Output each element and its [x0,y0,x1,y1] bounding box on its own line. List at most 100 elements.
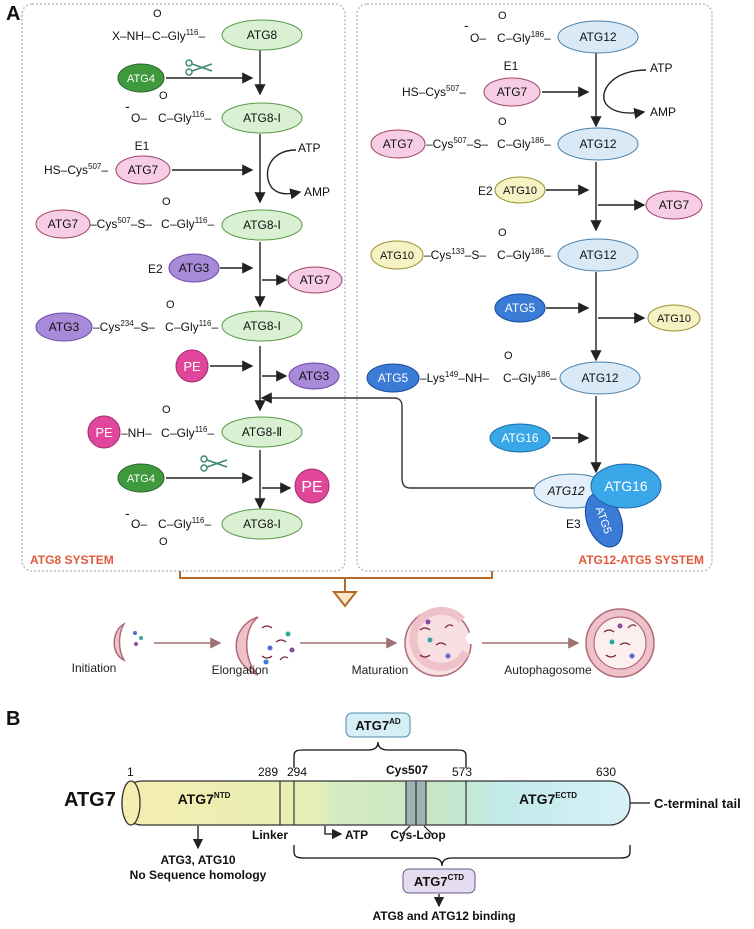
atg8-node-4-label: ATG8-I [243,319,281,333]
atg12-r3-o: O [498,116,507,128]
atg8-r3-gly: –Gly116– [167,110,211,125]
ad-domain-box [345,712,411,738]
atg12-r5-gly: –Gly186– [506,247,551,262]
atg8-system-title: ATG8 SYSTEM [30,553,114,567]
atg12-atp: ATP [650,61,672,75]
atg5-enzyme-1-label: ATG5 [505,301,536,315]
atg8-r1-o: O [153,8,162,20]
atg10-released-label: ATG10 [657,313,691,325]
atg8-node-2 [221,102,303,134]
atg8-r5-c: C [161,217,170,231]
atg8-r7-cys: –Cys234–S– [93,319,155,334]
complex-atg16-label: ATG16 [604,478,648,494]
atg12-e1-label: E1 [504,59,519,73]
atg4-enzyme-1 [117,63,165,93]
atg8-r5-gly: –Gly116– [170,216,214,231]
atg12-r7-o: O [504,350,513,362]
atg7-released-1-label: ATG7 [300,273,331,287]
atg7-enzyme-1 [115,155,171,185]
atg8-node-6-label: ATG8-I [243,517,281,531]
atg8-system-box [21,3,346,572]
autophagosome [585,608,655,678]
atg3-enzyme-1 [168,253,220,283]
atg7-released-2 [645,190,703,220]
atg7-thioester-2-label: ATG7 [383,137,414,151]
atg8-node-6 [221,508,303,540]
atg12-node-3-label: ATG12 [579,248,616,262]
pos-573: 573 [452,765,472,779]
stage-initiation: Initiation [72,661,117,675]
ad-domain-label: ATG7AD [355,717,400,733]
atg12-r3-gly: –Gly186– [506,136,551,151]
atg8-r11-lhs: O– [131,517,147,531]
atg12-node-3 [557,238,639,272]
atg12-r7-lys: –Lys149–NH– [420,370,489,385]
atg10-released [647,304,701,332]
atg7-domain-diagram: ATG7AD 1 289 294 Cys507 474 511 573 630 … [64,712,741,923]
pe-lipid-1 [175,349,209,383]
atg12-node-2 [557,127,639,161]
atg8-node-3-label: ATG8-I [243,218,281,232]
atg7-thioester-2 [370,129,426,159]
atg16-enzyme [489,423,551,453]
atg12-system-title: ATG12-ATG5 SYSTEM [578,553,704,567]
atg7-enzyme-2 [483,77,541,107]
atg8-r3-minus: - [125,98,130,114]
linker-label: Linker [252,828,288,842]
phagophore-elongation [235,616,259,676]
atg7-thioester-1-label: ATG7 [48,217,79,231]
atg8-r11-o: O [159,536,168,548]
c-terminal-tail: C-terminal tail [654,796,741,811]
atg8-r9-o: O [162,404,171,416]
panel-b-label: B [6,708,20,730]
atg3-released [288,362,340,390]
atg10-thioester-label: ATG10 [380,250,414,262]
phagophore-maturation [404,606,478,677]
atg8-r7-c: C [165,320,174,334]
atg3-released-label: ATG3 [299,369,330,383]
atg8-r3-lhs: O– [131,111,147,125]
atg12-node-4-label: ATG12 [581,371,618,385]
atg8-r11-c: C [158,517,167,531]
atg12-r1-minus: - [464,17,469,33]
atg7-enzyme-2-label: ATG7 [497,85,528,99]
atg8-r7-o: O [166,299,175,311]
stage-autophagosome: Autophagosome [504,663,592,677]
phagophore-initiation [113,622,126,662]
atg5-enzyme-1 [494,293,546,323]
down-arrow-icon [331,591,359,608]
atg8-e2-label: E2 [148,262,163,276]
atg3-enzyme-1-label: ATG3 [179,261,210,275]
atg8-r1-lhs: X–NH– [112,29,151,43]
atg8-r11-gly: –Gly116– [167,516,211,531]
atg10-enzyme-1-label: ATG10 [503,185,537,197]
atg12-r5-o: O [498,227,507,239]
stage-maturation: Maturation [352,663,409,677]
atg8-r11-minus: - [125,505,130,521]
atg12-r7-c: C [503,371,512,385]
pe-released-label: PE [301,479,322,496]
ntd-note-1: ATG3, ATG10 [160,853,235,867]
autophagy-stages: Initiation Elongation Maturation [72,606,655,678]
pos-cys507: Cys507 [386,763,428,777]
ectd-label: ATG7ECTD [519,791,577,807]
atg3-thioester [35,312,93,342]
atg12-r1-lhs: O– [470,31,486,45]
atg8-node-5 [221,416,303,448]
atg8-r5-cys: –Cys507–S– [90,216,152,231]
ad-brace [293,741,467,768]
atg12-node-2-label: ATG12 [579,137,616,151]
ntd-note-2: No Sequence homology [130,868,267,882]
atg7-released-1 [287,266,343,294]
atg12-r7-gly: –Gly186– [512,370,557,385]
atg12-r3-c: C [497,137,506,151]
atg12-node-1-label: ATG12 [579,30,616,44]
atg8-r9-gly: –Gly116– [170,425,214,440]
atg12-r1-c: C [497,31,506,45]
atg10-thioester [370,240,424,270]
pos-630: 630 [596,765,616,779]
atg8-r7-gly: –Gly116– [174,319,218,334]
atg12-amp: AMP [650,105,676,119]
atg7-thioester-1 [35,209,91,239]
